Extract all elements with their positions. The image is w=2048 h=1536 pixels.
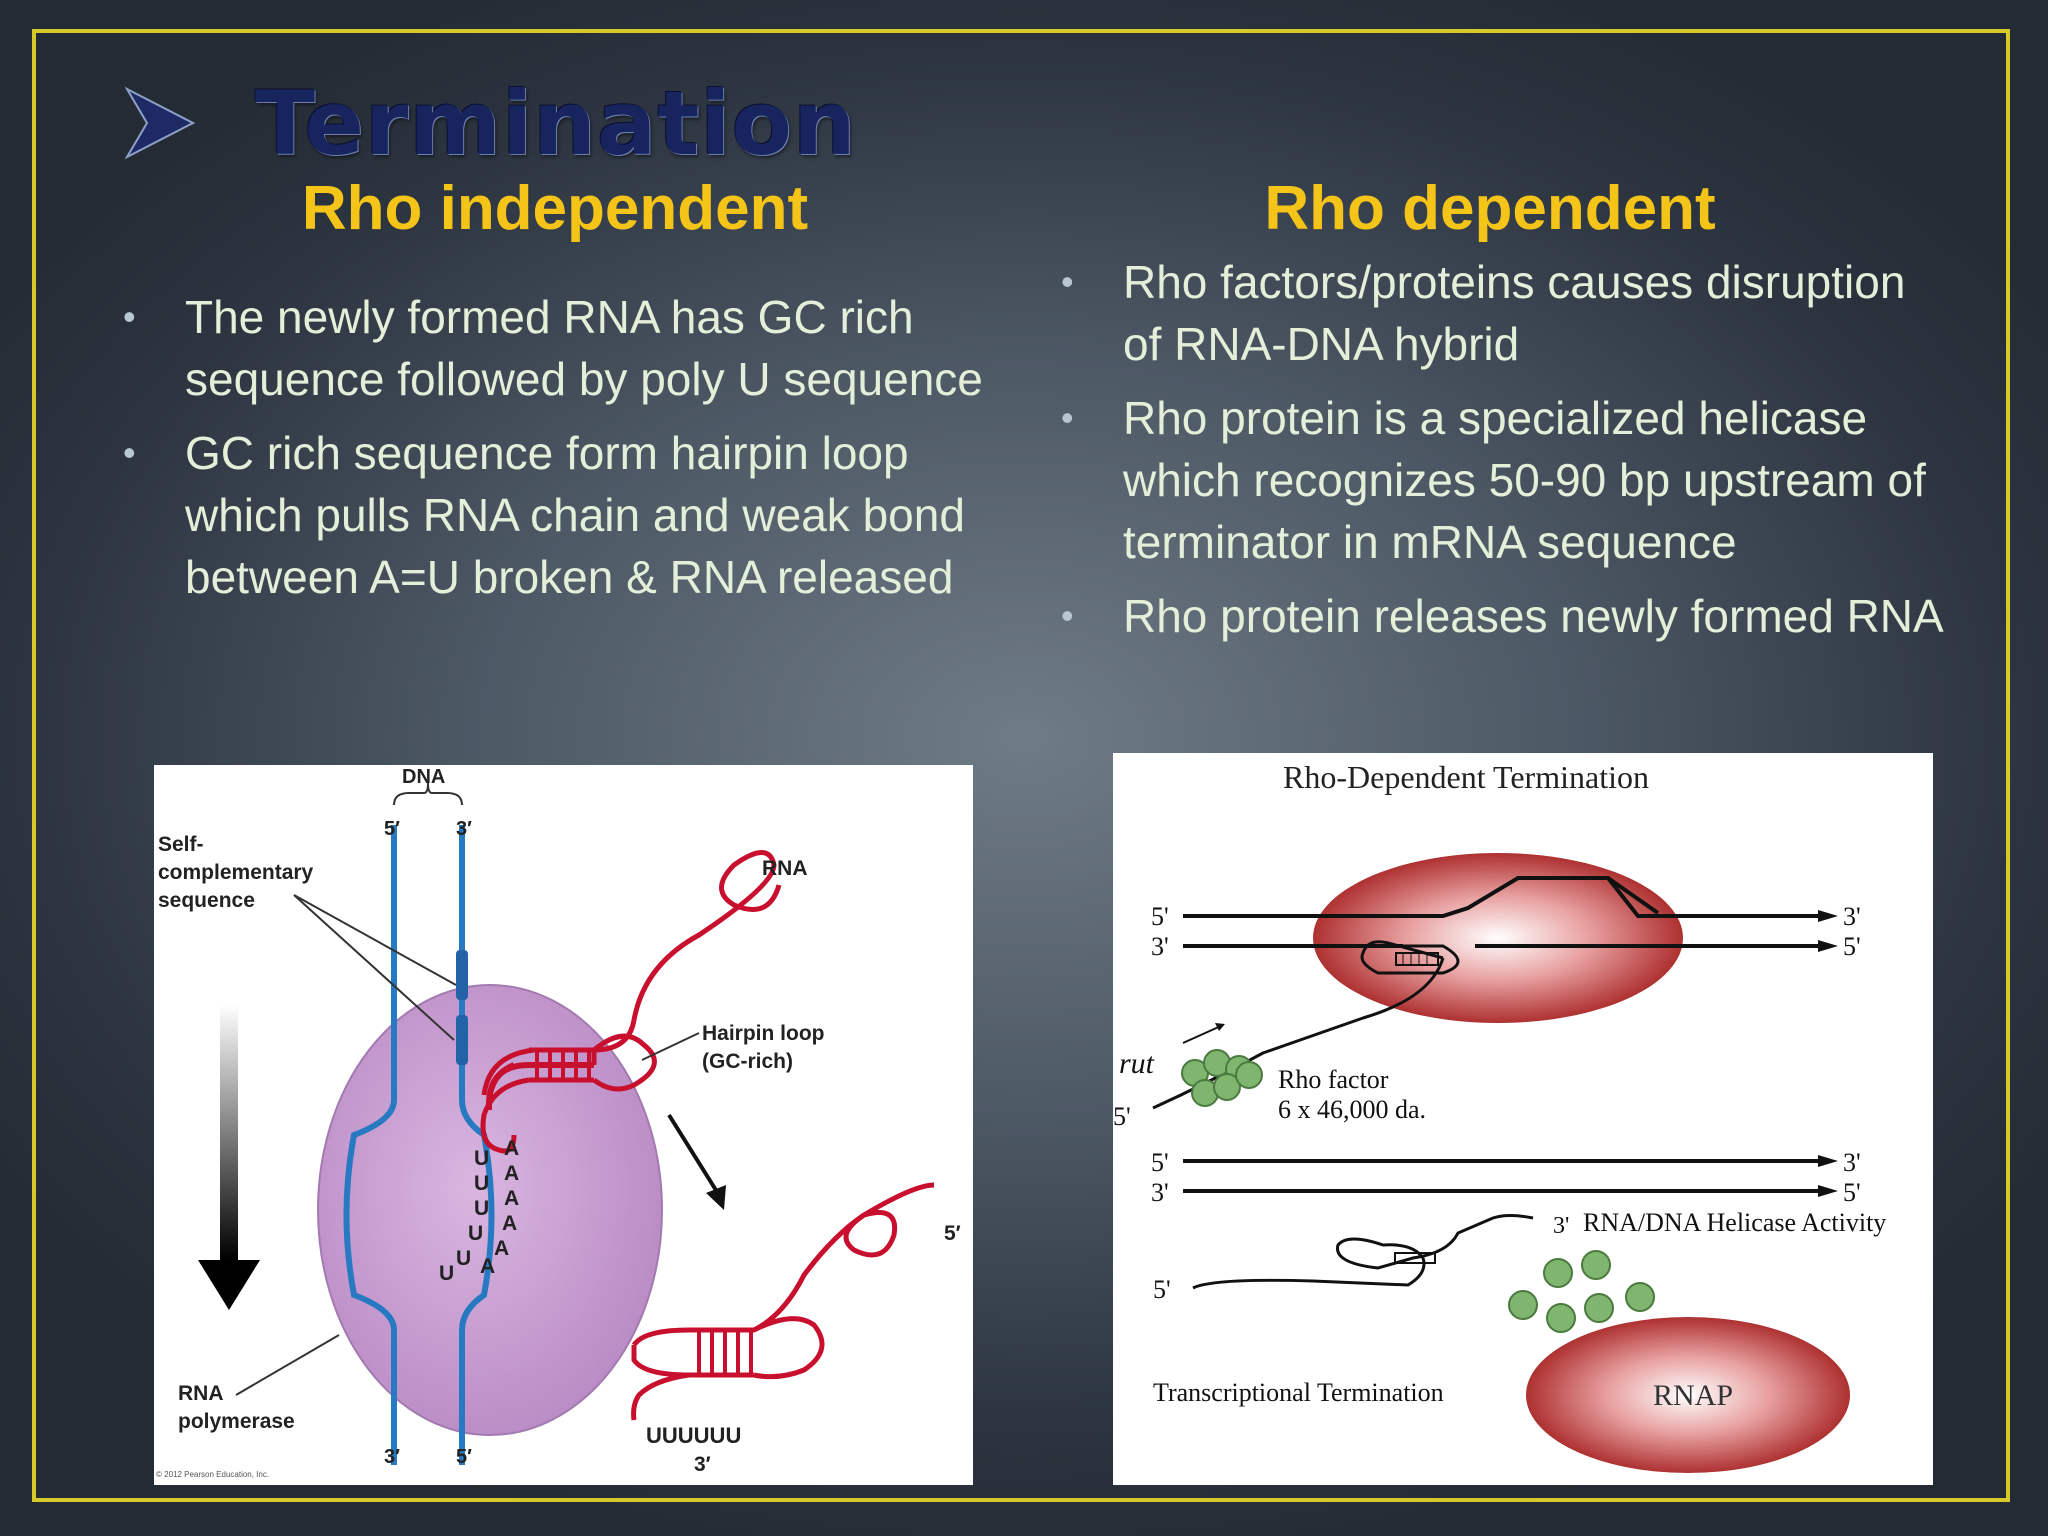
bottom-dna-5prime-right: 5': [1843, 1178, 1861, 1207]
right-bullet-2: •Rho protein is a specialized helicase w…: [1061, 387, 1951, 573]
dna-3prime-bottom-label: 3′: [384, 1446, 400, 1468]
a-base: A: [504, 1137, 519, 1160]
rho-independent-figure: DNA 5′ 3′ 3′ 5′ Self- complementary sequ…: [154, 765, 973, 1485]
u-base: U: [474, 1147, 489, 1170]
hairpin-label-1: Hairpin loop: [702, 1022, 825, 1045]
hairpin-label-2: (GC-rich): [702, 1050, 793, 1073]
slide-frame: [32, 29, 2010, 1502]
dna-coding-strand: [459, 825, 495, 1465]
helicase-label: RNA/DNA Helicase Activity: [1583, 1208, 1886, 1237]
left-bullet-list: •The newly formed RNA has GC rich sequen…: [123, 286, 1003, 620]
poly-u-label: UUUUUU: [646, 1423, 741, 1448]
rna-5prime-label: 5': [1113, 1102, 1131, 1131]
u-base: U: [439, 1262, 454, 1285]
a-base: A: [480, 1255, 495, 1278]
rho-factor-hexamer: [1181, 1049, 1263, 1107]
rnap-bottom: [1526, 1317, 1850, 1473]
rna-polymerase-label-2: polymerase: [178, 1410, 295, 1433]
u-base: U: [456, 1247, 471, 1270]
title-row: Termination: [125, 72, 857, 175]
dna-template-strand: [343, 825, 397, 1465]
a-base: A: [502, 1212, 517, 1235]
rna-label: RNA: [762, 857, 808, 880]
rho-figure-title: Rho-Dependent Termination: [1283, 759, 1649, 795]
released-rna-3prime-label: 3': [1553, 1213, 1569, 1239]
dna-5prime-top-label: 5′: [384, 818, 400, 840]
u-base: U: [474, 1197, 489, 1220]
arrow-bullet-icon: [125, 86, 195, 160]
rnap-complex-top: [1313, 853, 1683, 1023]
bullet-dot-icon: •: [1061, 261, 1074, 302]
a-base: A: [504, 1187, 519, 1210]
a-base: A: [494, 1237, 509, 1260]
right-heading: Rho dependent: [1264, 174, 1716, 243]
self-complementary-label-3: sequence: [158, 889, 255, 912]
bullet-dot-icon: •: [1061, 397, 1074, 438]
rnap-label: RNAP: [1653, 1379, 1733, 1412]
bullet-dot-icon: •: [123, 432, 136, 473]
released-rho-subunits: [1508, 1250, 1655, 1333]
bullet-dot-icon: •: [123, 296, 136, 337]
transcriptional-termination-label: Transcriptional Termination: [1153, 1378, 1444, 1407]
self-complementary-label-1: Self-: [158, 833, 204, 856]
a-base: A: [504, 1162, 519, 1185]
top-dna-3prime: 3': [1151, 932, 1169, 961]
released-rna-3prime: 3′: [694, 1453, 711, 1476]
right-bullet-3: •Rho protein releases newly formed RNA: [1061, 585, 1951, 647]
left-bullet-2: •GC rich sequence form hairpin loop whic…: [123, 422, 1003, 608]
bullet-dot-icon: •: [1061, 595, 1074, 636]
slide-title: Termination: [255, 71, 857, 175]
u-base: U: [468, 1222, 483, 1245]
rna-polymerase-label-1: RNA: [178, 1382, 224, 1405]
bottom-dna-5prime: 5': [1151, 1148, 1169, 1177]
released-rna-5prime-label: 5': [1153, 1275, 1171, 1304]
self-complementary-label-2: complementary: [158, 861, 314, 884]
rho-size-label: 6 x 46,000 da.: [1278, 1095, 1426, 1124]
bottom-dna-3prime-right: 3': [1843, 1148, 1861, 1177]
top-dna-3prime-right: 3': [1843, 902, 1861, 931]
bottom-dna-3prime: 3': [1151, 1178, 1169, 1207]
left-bullet-1: •The newly formed RNA has GC rich sequen…: [123, 286, 1003, 410]
rho-factor-label: Rho factor: [1278, 1065, 1389, 1094]
dna-3prime-top-label: 3′: [456, 818, 472, 840]
left-heading: Rho independent: [301, 174, 809, 243]
right-bullet-1: •Rho factors/proteins causes disruption …: [1061, 251, 1951, 375]
released-rna-5prime: 5′: [944, 1222, 961, 1245]
dna-5prime-bottom-label: 5′: [456, 1446, 472, 1468]
right-bullet-list: •Rho factors/proteins causes disruption …: [1061, 251, 1951, 659]
u-base: U: [474, 1172, 489, 1195]
top-dna-5prime: 5': [1151, 902, 1169, 931]
rho-dependent-figure: Rho-Dependent Termination 5' 3' 3' 5' ru…: [1113, 753, 1933, 1485]
rut-label: rut: [1119, 1047, 1155, 1080]
copyright-text: © 2012 Pearson Education, Inc.: [156, 1470, 269, 1479]
dna-label: DNA: [402, 766, 445, 788]
top-dna-5prime-right: 5': [1843, 932, 1861, 961]
